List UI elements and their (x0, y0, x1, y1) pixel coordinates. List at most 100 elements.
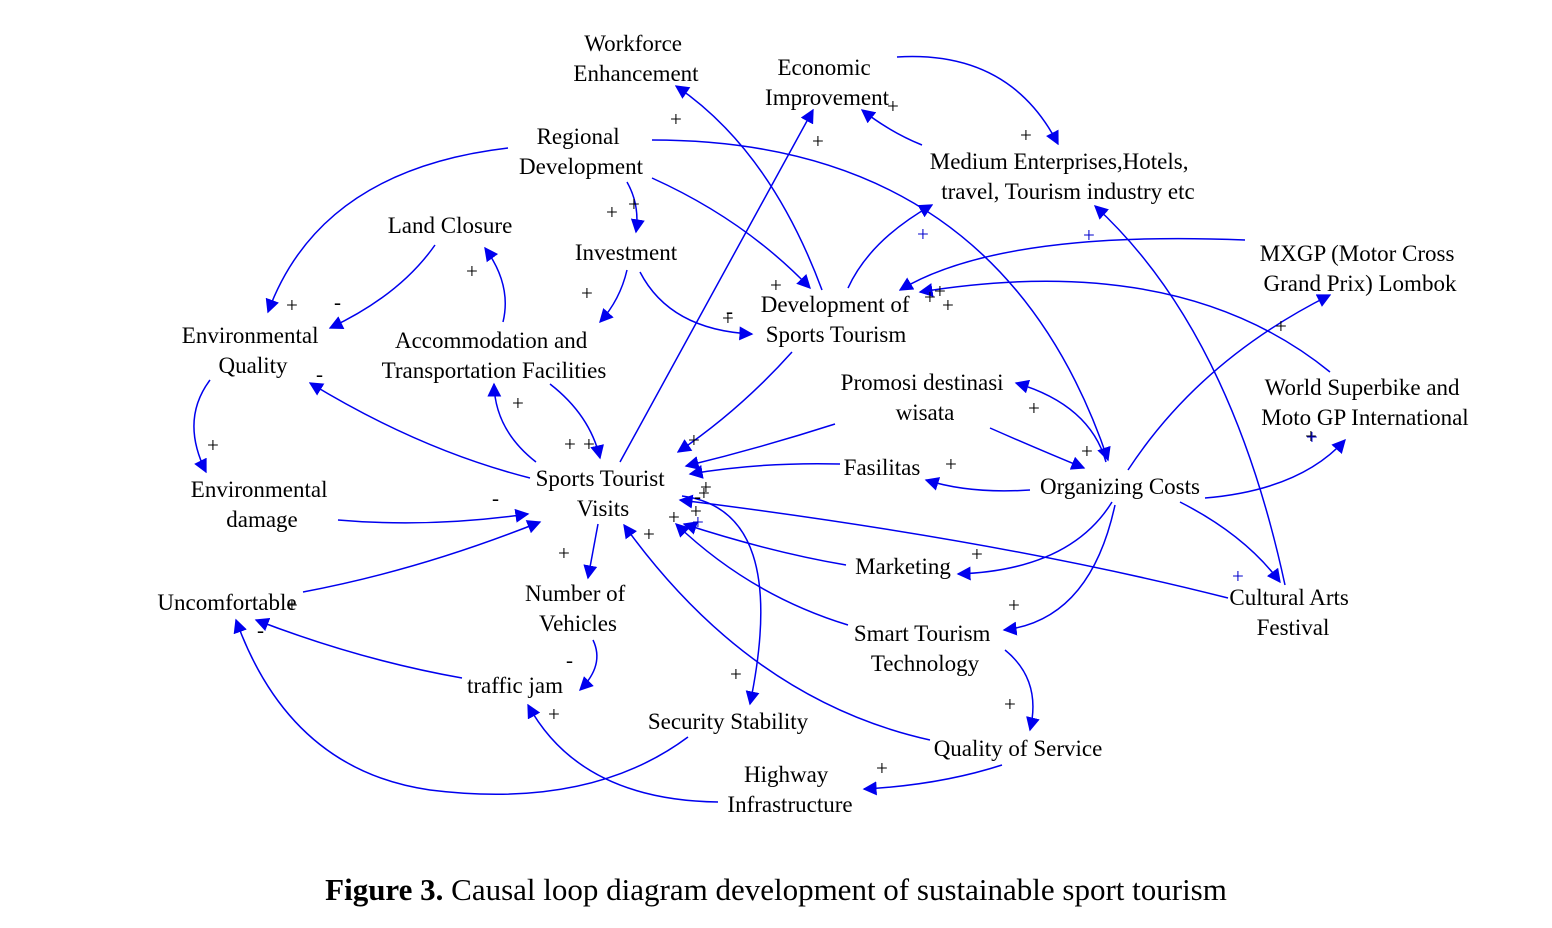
edge-medium-economic (860, 109, 923, 146)
edge-organizing-fasilitas (924, 477, 1031, 492)
node-workforce-enhancement: Workforce Enhancement (573, 31, 699, 86)
edge-marketing-visits (682, 521, 847, 566)
polarity-sign: + (924, 285, 936, 309)
edge-promosi-visits (684, 423, 836, 470)
edge-organizing-wsbk (1204, 438, 1346, 499)
edge-accom-visits (549, 383, 604, 460)
node-promosi-destinasi: Promosi destinasi wisata (841, 370, 1010, 425)
edge-quality-highway (862, 764, 1003, 796)
node-regional-development: Regional Development (519, 124, 644, 179)
polarity-sign: + (628, 192, 640, 216)
node-traffic-jam: traffic jam (467, 673, 563, 698)
polarity-sign: + (558, 541, 570, 565)
node-fasilitas: Fasilitas (844, 455, 921, 480)
edge-visits-vehicles (583, 523, 599, 580)
polarity-sign: + (692, 510, 704, 534)
polarity-sign: + (1232, 564, 1244, 588)
node-environmental-quality: Environmental Quality (182, 323, 324, 378)
polarity-sign: + (700, 475, 712, 499)
polarity-sign: + (668, 505, 680, 529)
node-highway-infrastructure: Highway Infrastructure (727, 762, 852, 817)
edge-visits-envq (308, 382, 531, 479)
edge-cultural-visits (678, 494, 1229, 599)
node-smart-tourism-technology: Smart Tourism Technology (854, 621, 996, 676)
edge-devsport-visits (676, 351, 793, 453)
node-sports-tourist-visits: Sports Tourist Visits (536, 466, 671, 521)
polarity-sign: + (1081, 439, 1093, 463)
node-organizing-costs: Organizing Costs (1040, 474, 1200, 499)
edge-devsport-medium (847, 204, 934, 289)
edge-mxgp-devsport (898, 237, 1246, 291)
edge-regional-organizing (651, 139, 1111, 462)
node-land-closure: Land Closure (388, 213, 513, 238)
edge-regional-devsport (651, 177, 811, 290)
edge-wsbk-devsport (918, 280, 1331, 373)
edge-highway-traffic (527, 703, 719, 803)
edge-investment-devsport (639, 271, 754, 341)
polarity-sign: + (722, 306, 734, 330)
polarity-sign: + (934, 279, 946, 303)
edge-regional-envq (265, 147, 509, 314)
edge-accom-landclosure (484, 246, 506, 323)
polarity-sign: + (945, 452, 957, 476)
polarity-sign: + (730, 662, 742, 686)
polarity-signs: + + + + + + + + + + + + + + - + + + + + … (207, 94, 1318, 780)
polarity-sign: + (942, 293, 954, 317)
polarity-sign: + (1004, 692, 1016, 716)
polarity-sign: + (548, 702, 560, 726)
polarity-sign: - (257, 618, 264, 642)
edge-organizing-cultural (1179, 501, 1281, 584)
edge-investment-accom (599, 269, 628, 324)
polarity-sign: + (583, 432, 595, 456)
polarity-sign: + (1275, 314, 1287, 338)
figure-caption: Figure 3. Causal loop diagram developmen… (0, 872, 1552, 908)
node-accommodation-transportation: Accommodation and Transportation Facilit… (382, 328, 607, 383)
polarity-sign: + (286, 293, 298, 317)
edge-vehicles-traffic (579, 639, 598, 691)
edge-uncomfortable-visits (302, 520, 542, 593)
edge-smart-visits (674, 523, 849, 626)
nodes: Workforce Enhancement Economic Improveme… (157, 31, 1468, 817)
edge-security-uncomfortable (233, 618, 689, 796)
node-mxgp: MXGP (Motor Cross Grand Prix) Lombok (1260, 241, 1460, 296)
polarity-sign: - (316, 362, 323, 386)
edge-visits-economic (619, 108, 814, 463)
node-world-superbike: World Superbike and Moto GP Internationa… (1261, 375, 1468, 430)
polarity-sign: + (917, 222, 929, 246)
node-quality-of-service: Quality of Service (934, 736, 1103, 761)
figure-caption-label: Figure 3. (325, 872, 444, 907)
polarity-sign: + (466, 259, 478, 283)
edge-quality-visits (623, 523, 931, 741)
node-number-of-vehicles: Number of Vehicles (525, 581, 631, 636)
polarity-sign: + (606, 200, 618, 224)
polarity-sign: + (698, 481, 710, 505)
polarity-sign: + (690, 499, 702, 523)
node-security-stability: Security Stability (648, 709, 809, 734)
polarity-sign: + (1306, 425, 1318, 449)
polarity-sign: + (812, 129, 824, 153)
polarity-sign: - (334, 290, 341, 314)
edge-organizing-marketing (956, 501, 1113, 581)
polarity-sign: + (643, 522, 655, 546)
edge-visits-security (681, 495, 762, 706)
polarity-sign: - (492, 486, 499, 510)
polarity-sign: - (726, 299, 733, 323)
node-environmental-damage: Environmental damage (191, 477, 333, 532)
edge-traffic-uncomfortable (254, 617, 463, 679)
edge-landclosure-envq (328, 244, 436, 329)
polarity-sign: + (971, 542, 983, 566)
edge-regional-investment (626, 181, 645, 234)
node-investment: Investment (575, 240, 678, 265)
polarity-sign: + (770, 273, 782, 297)
polarity-sign: + (286, 593, 298, 617)
polarity-sign: + (564, 432, 576, 456)
edge-promosi-organizing (989, 427, 1086, 470)
edge-smart-quality (1004, 649, 1040, 732)
edge-envdmg-visits (337, 508, 530, 524)
figure-caption-text: Causal loop diagram development of susta… (443, 872, 1227, 907)
edge-visits-accom (487, 382, 537, 463)
node-development-sports-tourism: Development of Sports Tourism (761, 292, 916, 347)
edges (193, 55, 1346, 803)
polarity-sign: + (887, 94, 899, 118)
